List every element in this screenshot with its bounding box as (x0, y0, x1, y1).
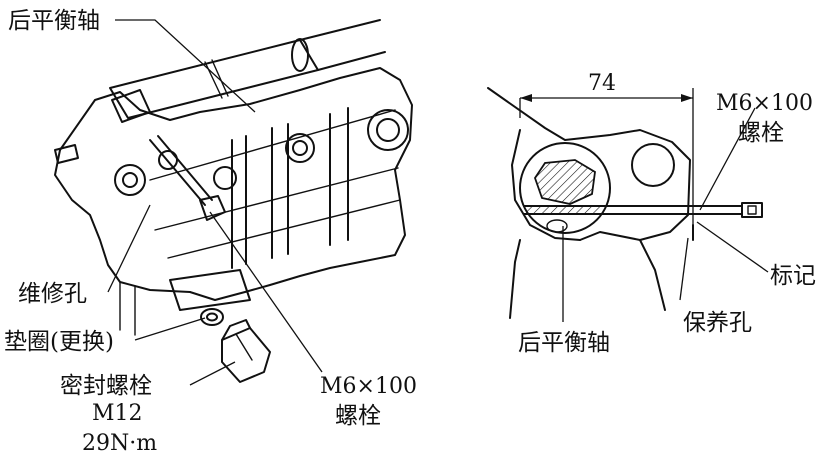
label-washer: 垫圈(更换) (4, 329, 114, 355)
label-m6-bolt-spec-left: M6×100 (320, 374, 417, 399)
label-dimension-74: 74 (588, 71, 616, 96)
label-maintenance-hole: 保养孔 (683, 310, 752, 336)
label-rear-balance-shaft: 后平衡轴 (8, 8, 100, 34)
label-m6-bolt-spec-right: M6×100 (716, 91, 813, 116)
left-leaders (107, 19, 323, 386)
label-torque: 29N·m (82, 431, 157, 456)
engine-block-illustration (54, 19, 413, 383)
right-leaders (562, 107, 769, 322)
label-service-hole: 维修孔 (18, 281, 87, 307)
cross-section-illustration (487, 87, 763, 319)
label-rear-balance-shaft-right: 后平衡轴 (518, 330, 610, 356)
label-bolt-size: M12 (92, 401, 143, 426)
label-m6-bolt-word-right: 螺栓 (738, 120, 784, 146)
label-m6-bolt-word-left: 螺栓 (335, 403, 381, 429)
label-marker: 标记 (770, 263, 816, 289)
label-sealing-bolt: 密封螺栓 (60, 373, 152, 399)
